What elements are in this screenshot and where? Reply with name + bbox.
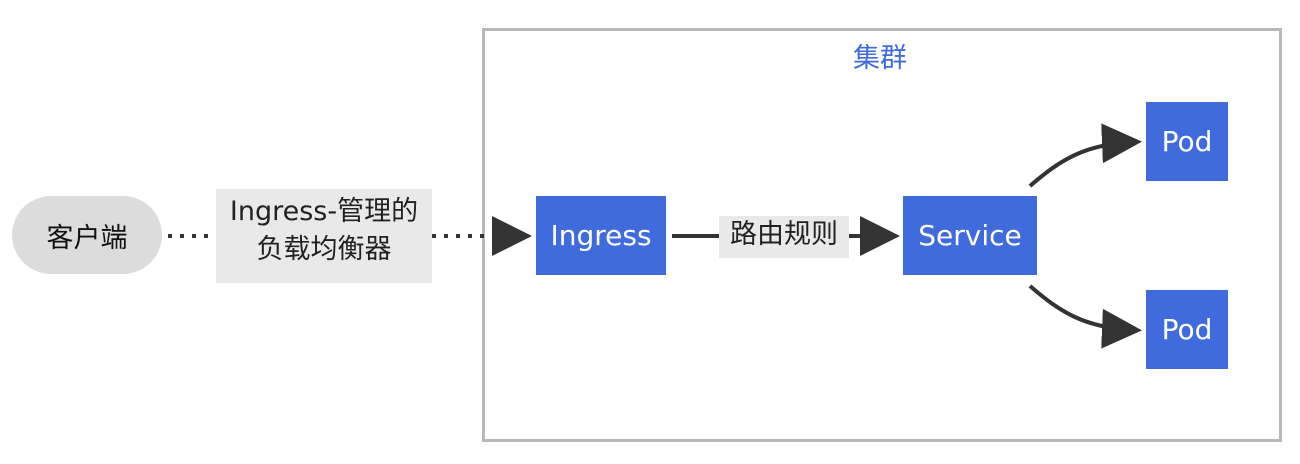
edge-service-to-pod1 bbox=[1028, 123, 1142, 188]
pod-node-2-label: Pod bbox=[1161, 313, 1213, 346]
ingress-node: Ingress bbox=[536, 196, 666, 275]
client-node: 客户端 bbox=[12, 196, 162, 274]
service-node-label: Service bbox=[918, 219, 1022, 252]
edge-label-routing-rules-text: 路由规则 bbox=[730, 219, 838, 250]
cluster-title: 集群 bbox=[853, 43, 907, 74]
edge-label-routing-rules: 路由规则 bbox=[719, 216, 849, 258]
edge-label-load-balancer: Ingress-管理的 负载均衡器 bbox=[216, 189, 432, 283]
client-node-label: 客户端 bbox=[46, 222, 128, 254]
pod-node-1-label: Pod bbox=[1161, 125, 1213, 158]
ingress-node-label: Ingress bbox=[550, 219, 652, 252]
edge-service-to-pod2 bbox=[1028, 284, 1142, 349]
edge-label-load-balancer-line2: 负载均衡器 bbox=[256, 234, 392, 265]
service-node: Service bbox=[903, 196, 1037, 275]
pod-node-1: Pod bbox=[1146, 102, 1228, 181]
pod-node-2: Pod bbox=[1146, 290, 1228, 369]
edge-label-load-balancer-line1: Ingress-管理的 bbox=[229, 196, 419, 227]
